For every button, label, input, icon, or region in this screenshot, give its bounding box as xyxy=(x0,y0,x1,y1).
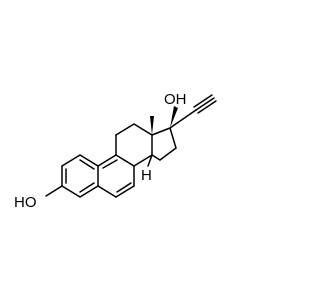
structure-diagram: OH HO H xyxy=(14,91,217,211)
substituents xyxy=(45,94,217,197)
ring-b xyxy=(97,154,135,198)
bond xyxy=(115,185,135,198)
bond xyxy=(97,185,117,198)
bond xyxy=(115,123,135,136)
h-stereo-label: H xyxy=(141,167,152,184)
oh-top-label: OH xyxy=(164,91,187,108)
bond xyxy=(159,147,177,161)
ring-a xyxy=(61,154,99,198)
ring-d xyxy=(151,127,177,161)
double-bond xyxy=(116,182,132,193)
hydroxyl-wedge xyxy=(170,106,178,128)
bond xyxy=(151,127,171,136)
methyl-wedge xyxy=(150,116,154,135)
triple-bond xyxy=(193,94,213,108)
bond xyxy=(169,127,177,149)
h-hash xyxy=(147,154,153,167)
oh-left-label: HO xyxy=(14,194,37,211)
double-bond xyxy=(79,182,95,193)
triple-bond xyxy=(197,100,217,114)
bond xyxy=(133,154,153,167)
ethynyl-bond xyxy=(169,109,197,129)
double-bond xyxy=(79,159,95,170)
double-bond xyxy=(102,159,118,169)
triple-bond xyxy=(195,97,215,111)
bond xyxy=(79,154,99,167)
bond xyxy=(133,123,153,136)
ho-bond xyxy=(45,185,63,197)
bond xyxy=(61,154,81,167)
bond xyxy=(97,154,117,167)
bond xyxy=(151,154,161,161)
bond xyxy=(115,154,135,167)
ring-c xyxy=(115,123,153,167)
bond xyxy=(79,185,99,198)
bond xyxy=(61,185,81,198)
